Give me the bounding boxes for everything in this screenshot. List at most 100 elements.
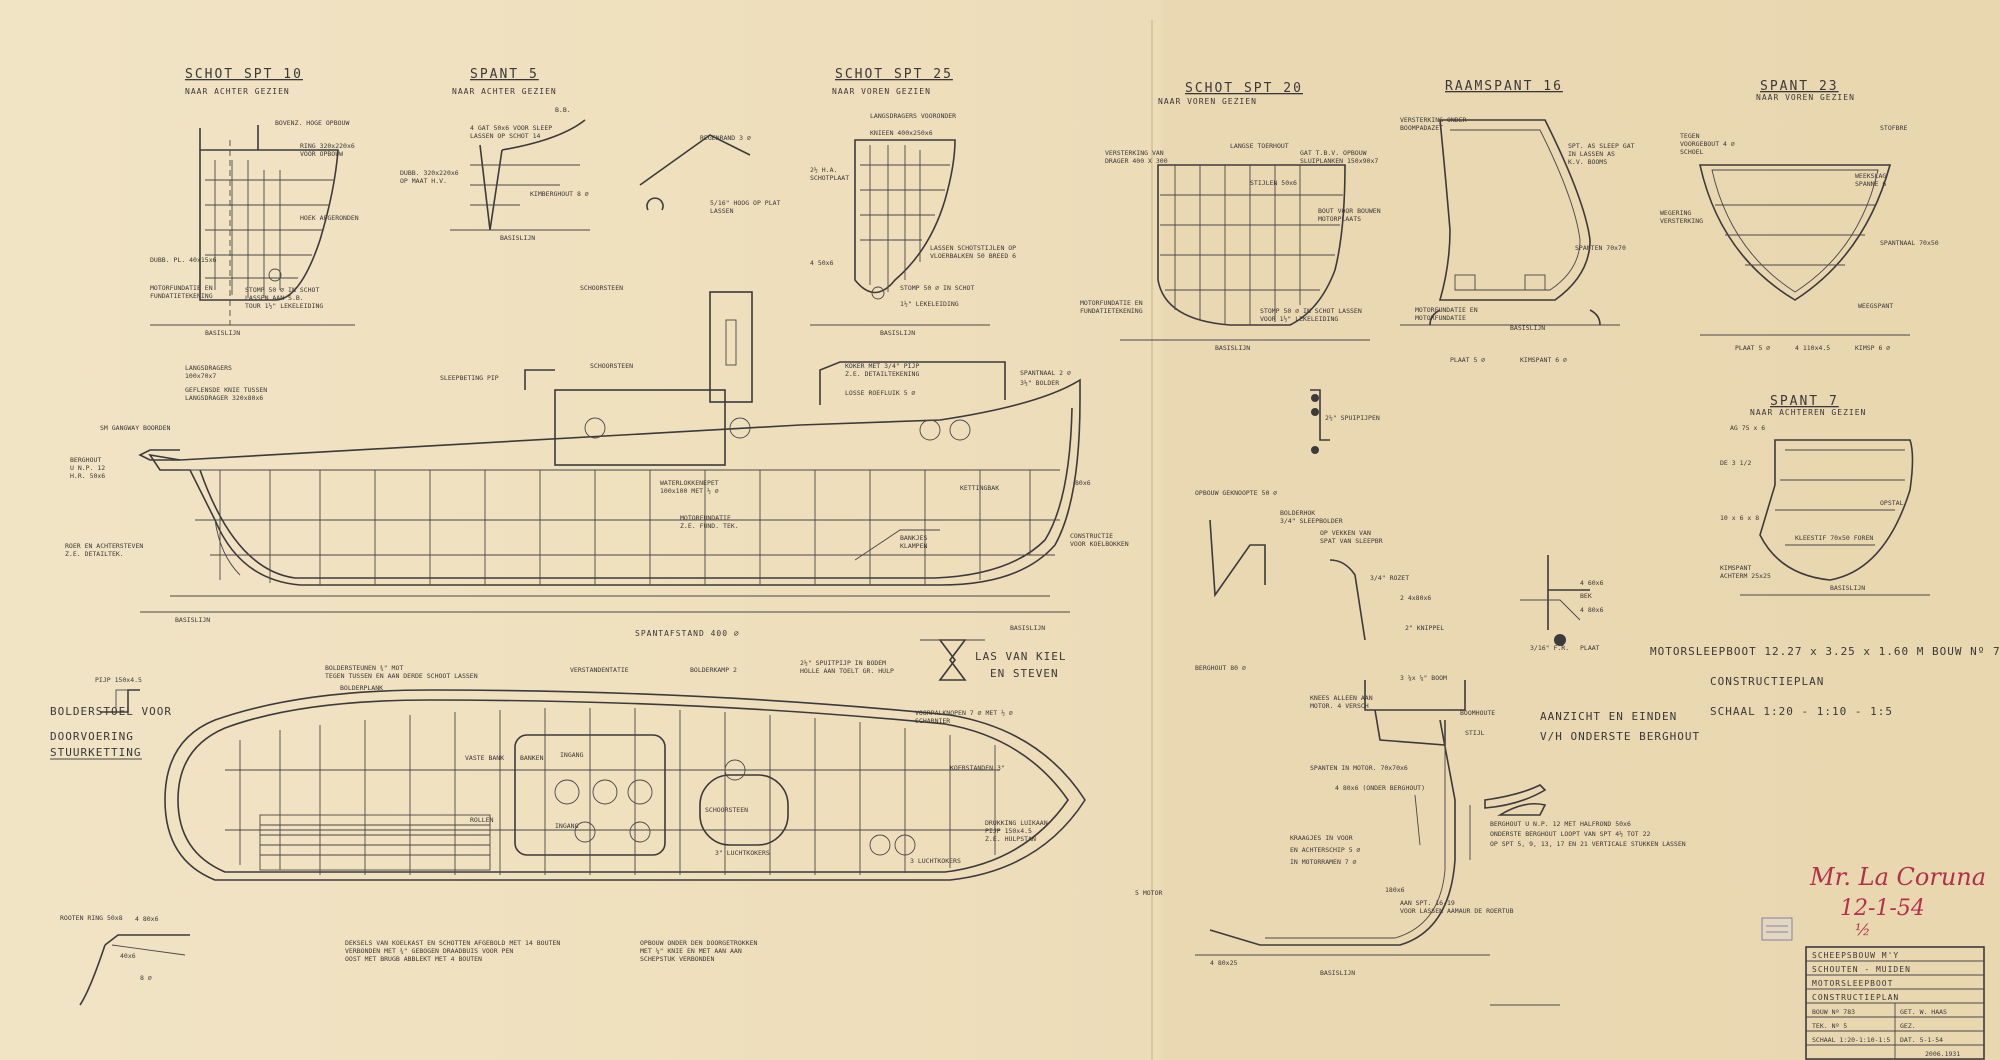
view-schot-spt-20: SCHOT SPT 20 NAAR VOREN GEZIEN BASISLIJN…: [1080, 81, 1381, 352]
svg-text:2½" SPUITPIJP IN BODEM: 2½" SPUITPIJP IN BODEM: [800, 659, 886, 667]
spuipijpen-detail: 2½" SPUIPIJPEN: [1310, 389, 1380, 454]
svg-text:DRUKKING LUIKAAN: DRUKKING LUIKAAN: [985, 819, 1048, 827]
svg-text:180x6: 180x6: [1385, 886, 1405, 894]
archive-tag: [1761, 917, 1793, 941]
svg-text:80x6: 80x6: [1075, 479, 1091, 487]
svg-text:OP MAAT H.V.: OP MAAT H.V.: [400, 177, 447, 185]
svg-text:3" LUCHTKOKERS: 3" LUCHTKOKERS: [715, 849, 770, 857]
svg-text:3/4" ROZET: 3/4" ROZET: [1370, 574, 1409, 582]
svg-text:SPANTEN IN MOTOR. 70x70x6: SPANTEN IN MOTOR. 70x70x6: [1310, 764, 1408, 772]
svg-text:5 MOTOR: 5 MOTOR: [1135, 889, 1162, 897]
spantafstand-label: SPANTAFSTAND 400 ∅: [635, 629, 740, 638]
svg-text:BANKJES: BANKJES: [900, 534, 927, 542]
svg-text:SPANTEN 70x70: SPANTEN 70x70: [1575, 244, 1626, 252]
title-line-3: SCHAAL 1:20 - 1:10 - 1:5: [1710, 705, 1893, 718]
svg-text:K.V. BOOMS: K.V. BOOMS: [1568, 158, 1607, 166]
svg-text:TEGEN: TEGEN: [1680, 132, 1700, 140]
view-title: SPANT 5: [470, 67, 539, 82]
svg-text:SPANTNAAL 70x50: SPANTNAAL 70x50: [1880, 239, 1939, 247]
svg-text:LOSSE ROEFLUIK 5 ∅: LOSSE ROEFLUIK 5 ∅: [845, 389, 916, 397]
svg-text:ACHTERM 25x25: ACHTERM 25x25: [1720, 572, 1771, 580]
svg-text:PLAAT 5 ∅: PLAAT 5 ∅: [1450, 356, 1485, 364]
cartouche-row-3: MOTORSLEEPBOOT: [1812, 979, 1893, 988]
cartouche: SCHEEPSBOUW M'Y SCHOUTEN - MUIDEN MOTORS…: [1805, 946, 1985, 1060]
svg-text:LANGSDRAGERS VOORONDER: LANGSDRAGERS VOORONDER: [870, 112, 956, 120]
svg-text:AAN SPT. 16-19: AAN SPT. 16-19: [1400, 899, 1455, 907]
view-subtitle: NAAR ACHTER GEZIEN: [452, 87, 557, 96]
svg-text:LANGSDRAGER 320x80x6: LANGSDRAGER 320x80x6: [185, 394, 263, 402]
svg-text:MOTORFUNDATIE EN: MOTORFUNDATIE EN: [1080, 299, 1143, 307]
svg-text:DUBB. 320x220x6: DUBB. 320x220x6: [400, 169, 459, 177]
svg-text:VERSTERKING VAN: VERSTERKING VAN: [1105, 149, 1164, 157]
stamp-line-3: ½: [1855, 920, 1871, 939]
las-van-kiel-detail: LAS VAN KIEL EN STEVEN: [920, 639, 1066, 681]
svg-text:KIMBERGHOUT 8 ∅: KIMBERGHOUT 8 ∅: [530, 190, 589, 198]
svg-text:STIJL: STIJL: [1465, 729, 1485, 737]
svg-text:SPANNE 6: SPANNE 6: [1855, 180, 1886, 188]
view-title: RAAMSPANT 16: [1445, 79, 1563, 94]
svg-text:4 80x6 (ONDER BERGHOUT): 4 80x6 (ONDER BERGHOUT): [1335, 784, 1425, 792]
svg-text:MOTOR. 4 VERSCH: MOTOR. 4 VERSCH: [1310, 702, 1369, 710]
svg-text:VOORPALKNOPEN 7 ∅ MET ½ ∅: VOORPALKNOPEN 7 ∅ MET ½ ∅: [915, 709, 1013, 717]
svg-text:U N.P. 12: U N.P. 12: [70, 464, 105, 472]
cartouche-tekening: TEK. Nº 5: [1812, 1022, 1847, 1030]
motorfundatie-label: MOTORFUNDATIE: [680, 514, 731, 522]
title-line-1: MOTORSLEEPBOOT 12.27 x 3.25 x 1.60 M BOU…: [1650, 645, 2000, 658]
svg-text:8 ∅: 8 ∅: [140, 974, 152, 982]
svg-text:SCHEPSTUK VERBONDEN: SCHEPSTUK VERBONDEN: [640, 955, 714, 963]
svg-text:SPT. AS SLEEP GAT: SPT. AS SLEEP GAT: [1568, 142, 1635, 150]
svg-text:DRAGER 400 X 300: DRAGER 400 X 300: [1105, 157, 1168, 165]
svg-text:OOST MET BRUGB ABBLEKT MET 4 B: OOST MET BRUGB ABBLEKT MET 4 BOUTEN: [345, 955, 482, 963]
basislijn-label: BASISLIJN: [175, 616, 210, 624]
svg-text:4 110x4.5: 4 110x4.5: [1795, 344, 1830, 352]
svg-text:VERSTERKING ONDER: VERSTERKING ONDER: [1400, 116, 1467, 124]
svg-text:INGANG: INGANG: [555, 822, 579, 830]
opbouw-label: OPBOUW GEKNOOPTE 50 ∅: [1195, 489, 1277, 497]
svg-text:SPAT VAN SLEEPBR: SPAT VAN SLEEPBR: [1320, 537, 1383, 545]
svg-text:BOOMHOUTE: BOOMHOUTE: [1460, 709, 1495, 717]
svg-text:STOFBRE: STOFBRE: [1880, 124, 1907, 132]
svg-text:3 ¼x ¼" BOOM: 3 ¼x ¼" BOOM: [1400, 674, 1447, 682]
svg-text:WEEGSPANT: WEEGSPANT: [1858, 302, 1893, 310]
svg-text:4 GAT 50x6 VOOR SLEEP: 4 GAT 50x6 VOOR SLEEP: [470, 124, 552, 132]
svg-text:OP VEKKEN VAN: OP VEKKEN VAN: [1320, 529, 1371, 537]
svg-text:OPBOUW ONDER DEN DOORGETROKKEN: OPBOUW ONDER DEN DOORGETROKKEN: [640, 939, 757, 947]
svg-text:BERGHOUT: BERGHOUT: [70, 456, 101, 464]
svg-text:4 80x6: 4 80x6: [135, 915, 159, 923]
svg-text:REGENRAND 3 ∅: REGENRAND 3 ∅: [700, 134, 751, 142]
svg-text:Z.E. DETAILTEKENING: Z.E. DETAILTEKENING: [845, 370, 919, 378]
bolderstoel-label: BOLDERSTOEL VOOR: [50, 705, 172, 718]
svg-text:B.B.: B.B.: [555, 106, 571, 114]
svg-text:VLOERBALKEN 50 BREED 6: VLOERBALKEN 50 BREED 6: [930, 252, 1016, 260]
svg-text:5/16" HOOG OP PLAT: 5/16" HOOG OP PLAT: [710, 199, 781, 207]
cartouche-getekend: GET. W. HAAS: [1900, 1008, 1947, 1016]
svg-text:KETTINGBAK: KETTINGBAK: [960, 484, 999, 492]
svg-text:PIJP 150x4.5: PIJP 150x4.5: [985, 827, 1032, 835]
svg-text:BOLDERSTEUNEN ¾" MOT: BOLDERSTEUNEN ¾" MOT: [325, 664, 403, 672]
svg-text:TOUR 1½" LEKELEIDING: TOUR 1½" LEKELEIDING: [245, 302, 323, 310]
svg-text:DEKSELS VAN KOELKAST EN SCHOTT: DEKSELS VAN KOELKAST EN SCHOTTEN AFGEBOL…: [345, 939, 560, 947]
svg-text:BOLDERPLANK: BOLDERPLANK: [340, 684, 383, 692]
langsdragers-label: LANGSDRAGERS: [185, 364, 232, 372]
title-line-2: CONSTRUCTIEPLAN: [1710, 675, 1824, 688]
svg-text:BASISLIJN: BASISLIJN: [1510, 324, 1545, 332]
aanzicht-label: AANZICHT EN EINDEN: [1540, 710, 1677, 723]
svg-text:BOOMPADAZET: BOOMPADAZET: [1400, 124, 1443, 132]
las-van-kiel-label: LAS VAN KIEL: [975, 650, 1066, 663]
svg-text:MOTORFUNDATIE EN: MOTORFUNDATIE EN: [150, 284, 213, 292]
view-spant-23: SPANT 23 NAAR VOREN GEZIEN TEGEN VOORGEB…: [1660, 79, 1939, 352]
svg-text:ROLLEN: ROLLEN: [470, 816, 494, 824]
svg-text:2" KNIPPEL: 2" KNIPPEL: [1405, 624, 1444, 632]
svg-text:LASSEN SCHOTSTIJLEN OP: LASSEN SCHOTSTIJLEN OP: [930, 244, 1016, 252]
onderste-berghout-label: V/H ONDERSTE BERGHOUT: [1540, 730, 1700, 743]
cartouche-row-2: SCHOUTEN - MUIDEN: [1812, 965, 1911, 974]
svg-text:HOLLE AAN TOELT GR. HULP: HOLLE AAN TOELT GR. HULP: [800, 667, 894, 675]
svg-text:4 80x25: 4 80x25: [1210, 959, 1237, 967]
svg-text:PIJP 150x4.5: PIJP 150x4.5: [95, 676, 142, 684]
svg-text:GAT T.B.V. OPBOUW: GAT T.B.V. OPBOUW: [1300, 149, 1367, 157]
svg-text:2 4x80x6: 2 4x80x6: [1400, 594, 1431, 602]
longitudinal-section: BASISLIJN BASISLIJN SPANTAFSTAND 400 ∅ L…: [65, 291, 1129, 638]
svg-text:BASISLIJN: BASISLIJN: [1830, 584, 1865, 592]
svg-text:4 60x6: 4 60x6: [1580, 579, 1604, 587]
